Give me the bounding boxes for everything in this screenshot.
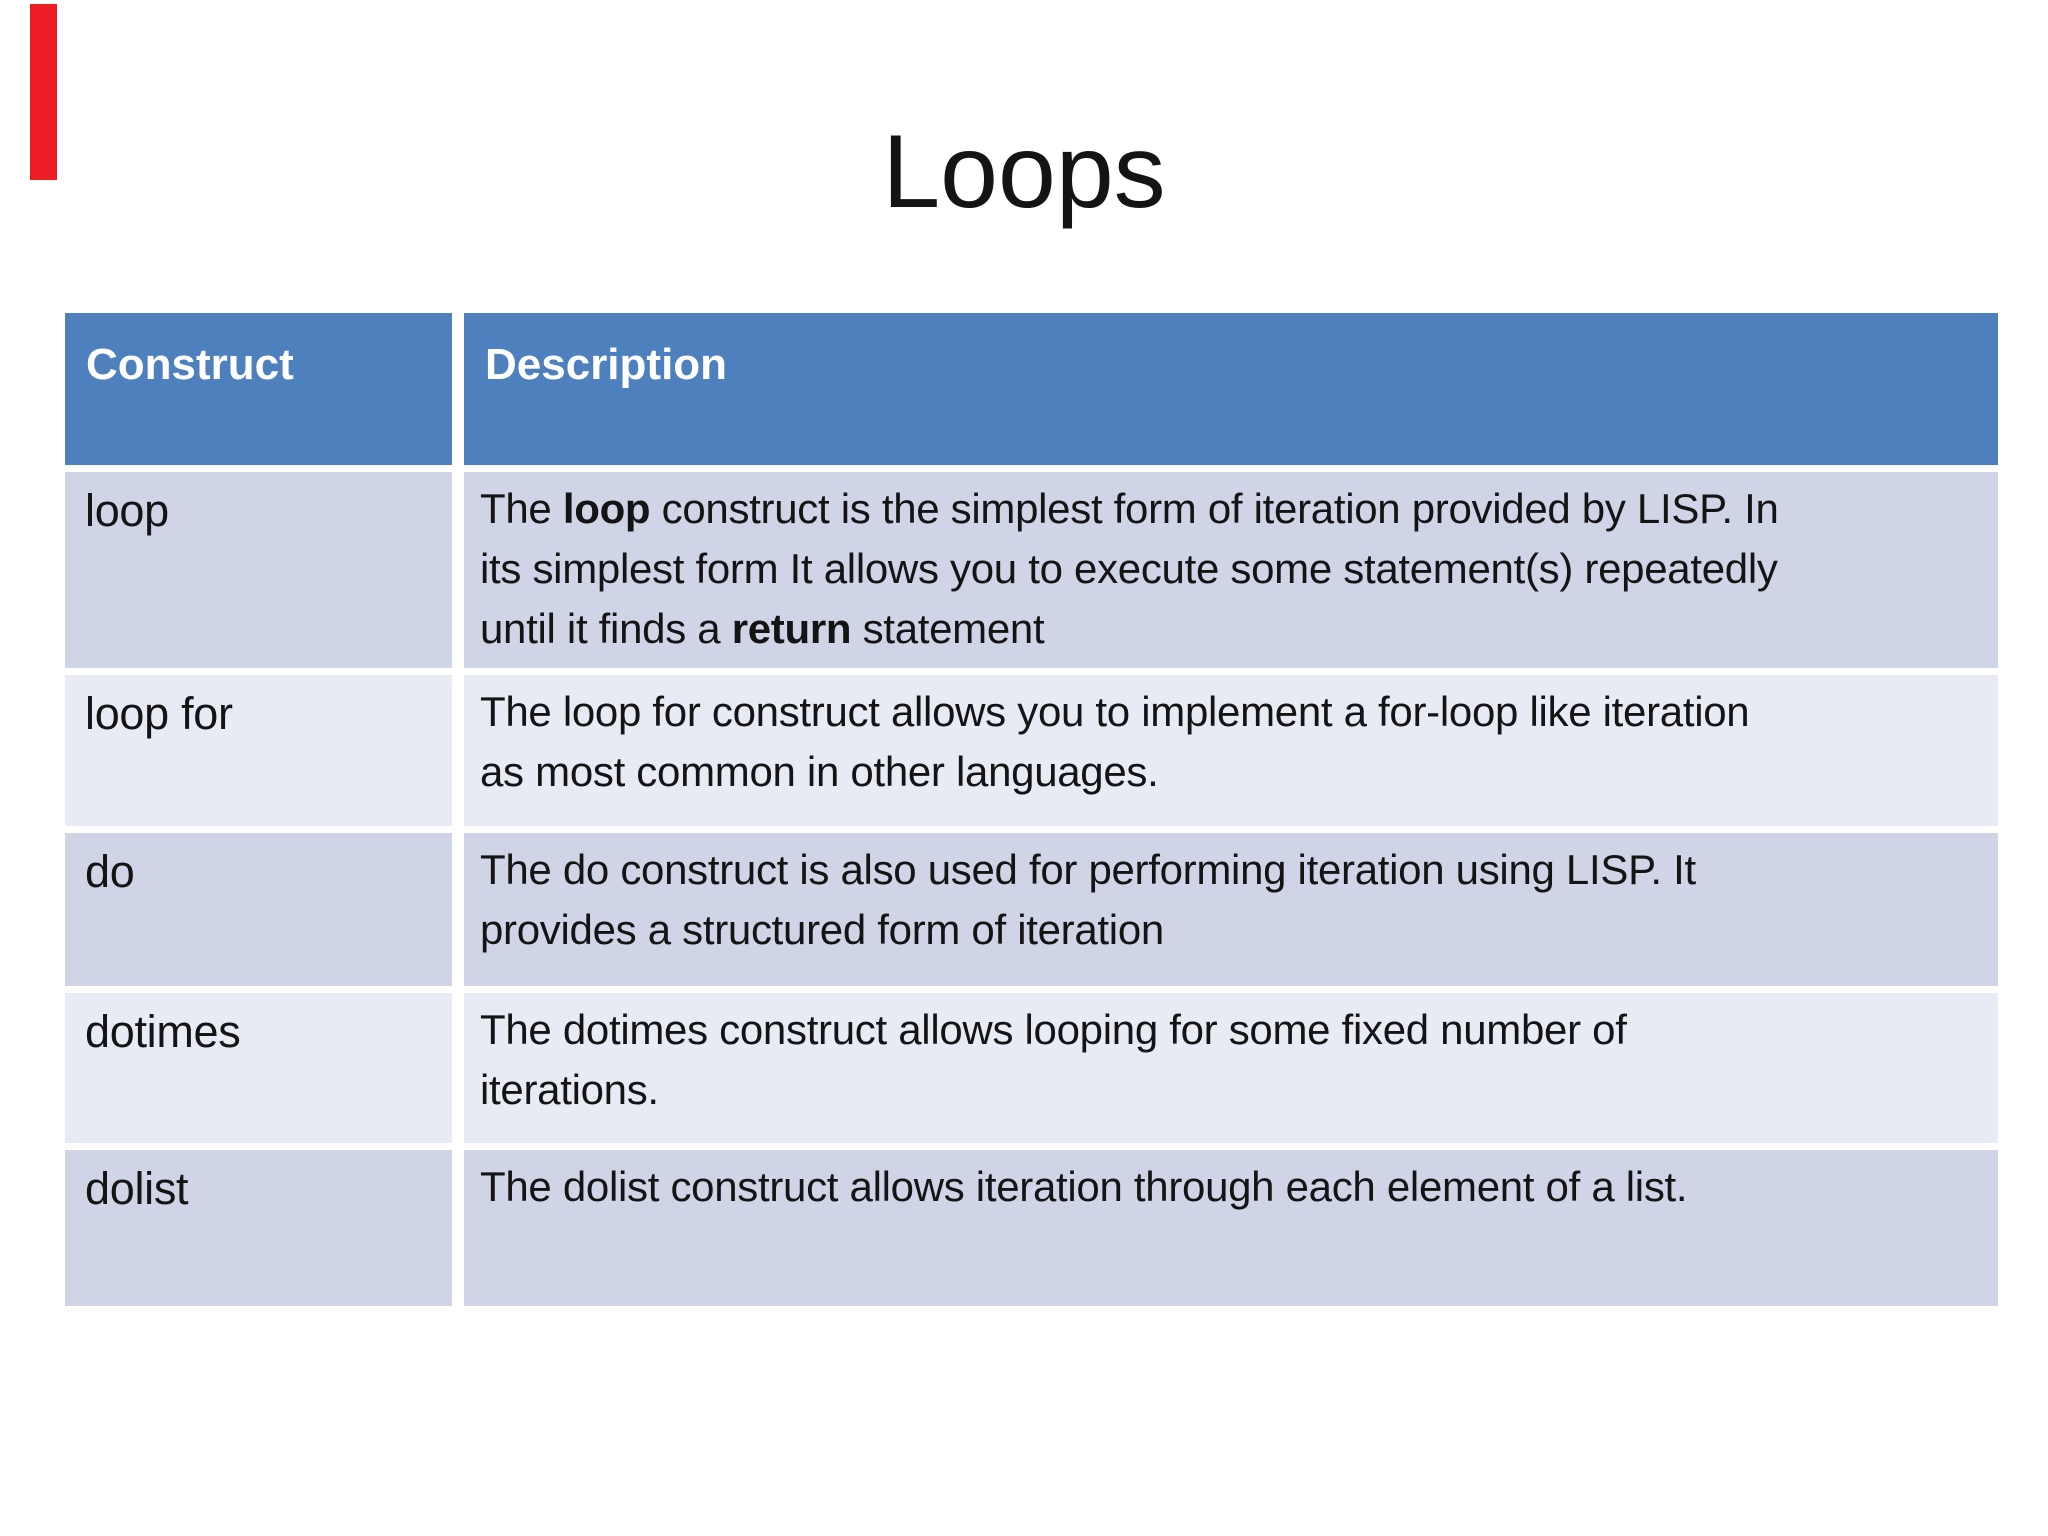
construct-cell: do: [65, 825, 458, 989]
construct-cell: loop for: [65, 667, 458, 829]
construct-cell: loop: [65, 464, 458, 671]
bold-keyword: loop: [562, 484, 651, 532]
description-cell: The dotimes construct allows looping for…: [452, 985, 1998, 1146]
bold-keyword: return: [731, 604, 852, 652]
text-segment: The loop for construct allows you to imp…: [480, 687, 1750, 795]
red-accent-bar: [30, 4, 57, 180]
text-segment: The do construct is also used for perfor…: [480, 845, 1696, 953]
text-segment: The: [480, 484, 563, 532]
loops-table: Construct Description loop The loop cons…: [65, 313, 1998, 1306]
text-segment: construct is the simplest form of iterat…: [480, 484, 1779, 652]
description-cell: The loop for construct allows you to imp…: [452, 667, 1998, 829]
table-header-row: Construct Description: [65, 313, 1998, 468]
construct-cell: dotimes: [65, 985, 458, 1146]
column-header-construct: Construct: [65, 313, 458, 468]
description-cell: The do construct is also used for perfor…: [452, 825, 1998, 989]
table-row: dolist The dolist construct allows itera…: [65, 1142, 1998, 1306]
table-row: loop The loop construct is the simplest …: [65, 464, 1998, 671]
text-segment: The dotimes construct allows looping for…: [480, 1005, 1627, 1113]
table-row: do The do construct is also used for per…: [65, 825, 1998, 989]
text-segment: The dolist construct allows iteration th…: [480, 1162, 1688, 1210]
table-row: loop for The loop for construct allows y…: [65, 667, 1998, 829]
construct-cell: dolist: [65, 1142, 458, 1306]
description-cell: The dolist construct allows iteration th…: [452, 1142, 1998, 1306]
table-row: dotimes The dotimes construct allows loo…: [65, 985, 1998, 1146]
description-cell: The loop construct is the simplest form …: [452, 464, 1998, 671]
slide-title: Loops: [882, 114, 1166, 230]
column-header-description: Description: [452, 313, 1998, 468]
text-segment: statement: [851, 604, 1045, 652]
